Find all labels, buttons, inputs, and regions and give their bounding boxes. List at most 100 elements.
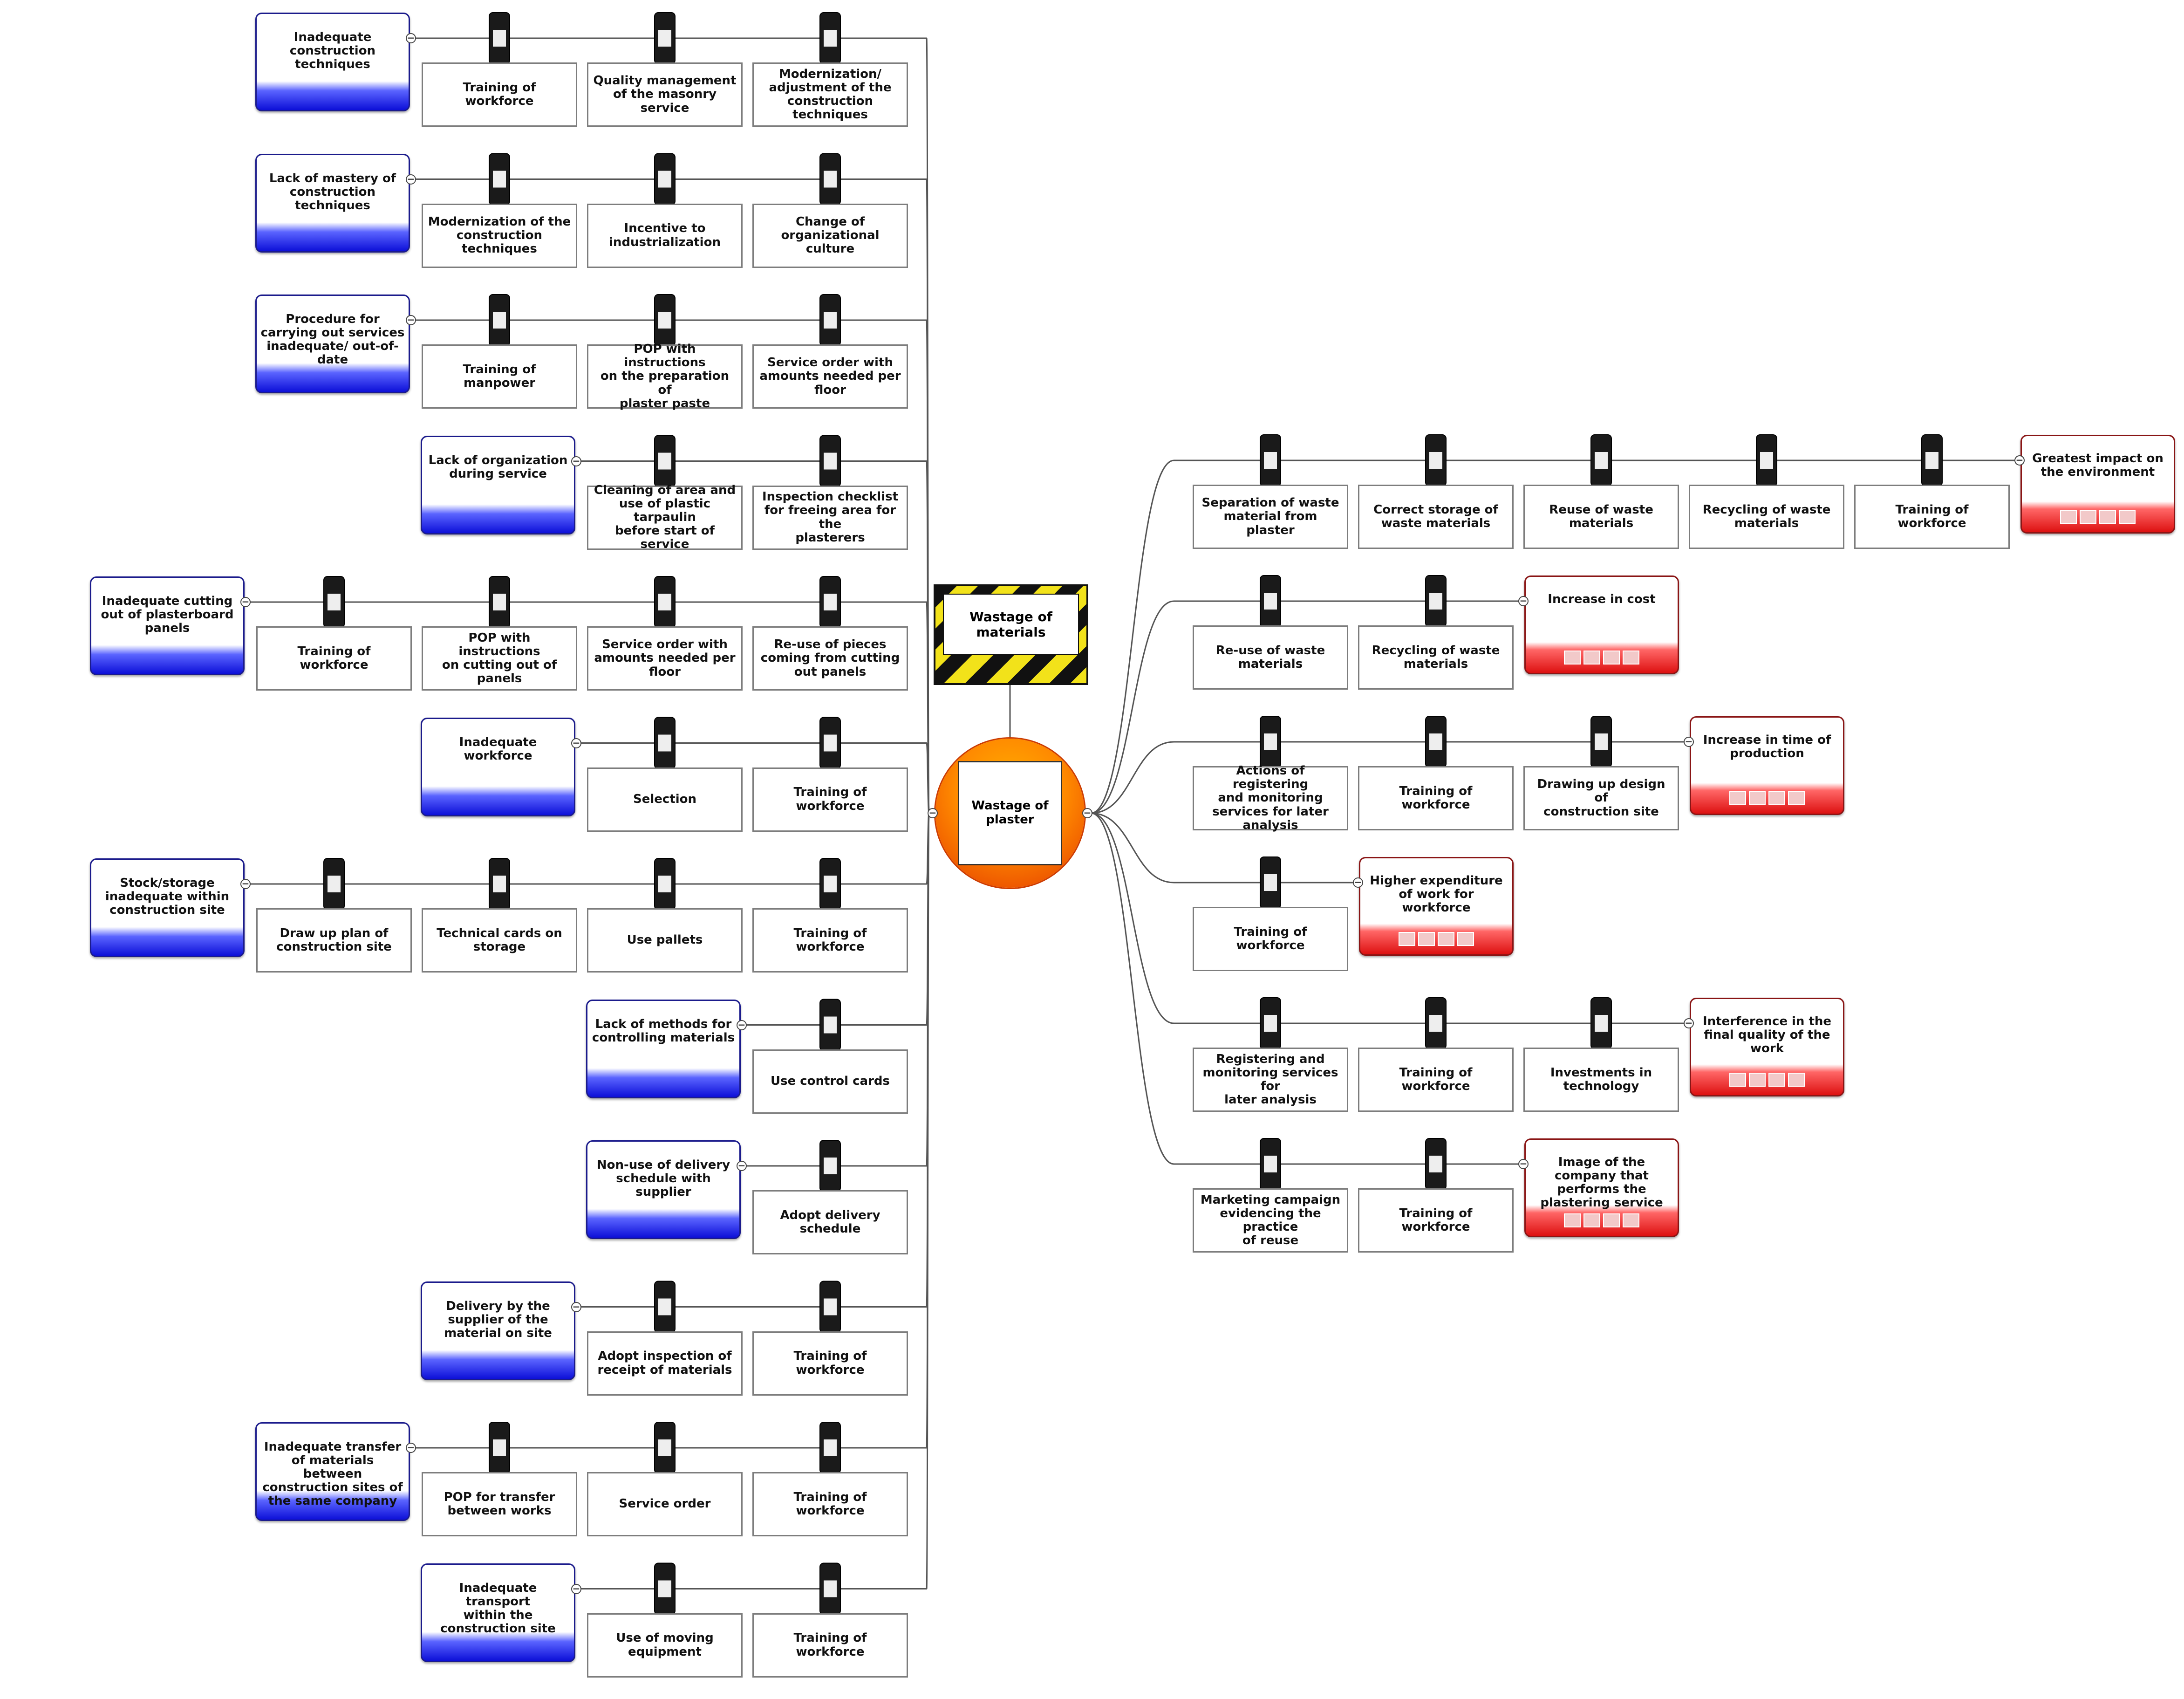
barrier-box-label: Modernization of the construction techni… xyxy=(428,214,571,256)
barrier-box[interactable]: Training of workforce xyxy=(752,1613,908,1678)
barrier-box[interactable]: Draw up plan of construction site xyxy=(256,908,412,973)
barrier-box[interactable]: POP for transfer between works xyxy=(422,1472,577,1536)
barrier-box-label: Training of workforce xyxy=(793,926,867,954)
barrier-box-label: Training of workforce xyxy=(1399,784,1473,812)
barrier-box[interactable]: Training of manpower xyxy=(422,344,577,409)
barrier-box[interactable]: Modernization of the construction techni… xyxy=(422,203,577,268)
barrier-box[interactable]: Change of organizational culture xyxy=(752,203,908,268)
rating-slots xyxy=(1564,651,1639,665)
barrier-connector-highlight xyxy=(493,1439,506,1456)
barrier-box[interactable]: Cleaning of area and use of plastic tarp… xyxy=(587,483,743,551)
consequence-box[interactable]: Increase in cost xyxy=(1524,575,1679,674)
threat-box-label: Lack of methods for controlling material… xyxy=(592,1017,735,1045)
barrier-box[interactable]: Separation of waste material from plaste… xyxy=(1193,485,1348,549)
barrier-box[interactable]: Use control cards xyxy=(752,1049,908,1114)
barrier-box[interactable]: Training of workforce xyxy=(422,62,577,127)
consequence-collapse-button[interactable]: − xyxy=(1684,737,1694,747)
threat-collapse-button[interactable]: − xyxy=(571,1583,581,1594)
barrier-box[interactable]: Training of workforce xyxy=(752,908,908,973)
consequence-collapse-button[interactable]: − xyxy=(1684,1018,1694,1028)
barrier-box[interactable]: Actions of registering and monitoring se… xyxy=(1193,764,1348,832)
barrier-box[interactable]: Inspection checklist for freeing area fo… xyxy=(752,485,908,550)
threat-box[interactable]: Lack of mastery of construction techniqu… xyxy=(255,153,410,253)
threat-collapse-button[interactable]: − xyxy=(406,1443,416,1453)
barrier-box[interactable]: Training of workforce xyxy=(1854,485,2010,549)
threat-collapse-button[interactable]: − xyxy=(737,1020,747,1030)
barrier-box[interactable]: Use of moving equipment xyxy=(587,1613,743,1678)
threat-collapse-button[interactable]: − xyxy=(571,1302,581,1312)
barrier-box[interactable]: Registering and monitoring services for … xyxy=(1193,1048,1348,1112)
consequence-box-label: Greatest impact on the environment xyxy=(2032,452,2164,480)
barrier-box[interactable]: Correct storage of waste materials xyxy=(1358,485,1514,549)
barrier-box[interactable]: Training of workforce xyxy=(752,1472,908,1536)
threat-box[interactable]: Inadequate transport within the construc… xyxy=(421,1563,575,1662)
consequence-collapse-button[interactable]: − xyxy=(1518,1159,1529,1169)
barrier-box[interactable]: Service order with amounts needed per fl… xyxy=(587,626,743,691)
top-event-right-collapse-button[interactable]: − xyxy=(1082,808,1092,818)
hazard-box[interactable]: Wastage of materials xyxy=(934,584,1088,685)
consequence-box[interactable]: Higher expenditure of work for workforce xyxy=(1359,857,1514,956)
barrier-box[interactable]: Training of workforce xyxy=(752,767,908,832)
threat-box[interactable]: Inadequate construction techniques xyxy=(255,13,410,111)
barrier-box[interactable]: Re-use of waste materials xyxy=(1193,625,1348,690)
threat-box[interactable]: Procedure for carrying out services inad… xyxy=(255,295,410,393)
barrier-box[interactable]: Marketing campaign evidencing the practi… xyxy=(1193,1188,1348,1253)
consequence-box[interactable]: Interference in the final quality of the… xyxy=(1690,998,1844,1096)
barrier-box[interactable]: Use pallets xyxy=(587,908,743,973)
threat-collapse-button[interactable]: − xyxy=(406,33,416,43)
barrier-box[interactable]: Re-use of pieces coming from cutting out… xyxy=(752,626,908,691)
threat-box-label: Stock/storage inadequate within construc… xyxy=(105,876,230,918)
barrier-box[interactable]: Training of workforce xyxy=(1358,1188,1514,1253)
barrier-box[interactable]: Recycling of waste materials xyxy=(1358,625,1514,690)
barrier-box[interactable]: Service order xyxy=(587,1472,743,1536)
barrier-box[interactable]: Training of workforce xyxy=(1358,766,1514,830)
barrier-box[interactable]: Training of workforce xyxy=(256,626,412,691)
barrier-box[interactable]: Training of workforce xyxy=(1193,907,1348,971)
consequence-box[interactable]: Increase in time of production xyxy=(1690,716,1844,815)
consequence-collapse-button[interactable]: − xyxy=(2014,455,2025,466)
barrier-box[interactable]: Selection xyxy=(587,767,743,832)
consequence-collapse-button[interactable]: − xyxy=(1353,877,1363,888)
barrier-box[interactable]: Adopt delivery schedule xyxy=(752,1190,908,1254)
barrier-box[interactable]: Training of workforce xyxy=(752,1331,908,1396)
barrier-box[interactable]: Service order with amounts needed per fl… xyxy=(752,344,908,409)
barrier-connector-highlight xyxy=(824,1580,837,1597)
barrier-box[interactable]: Training of workforce xyxy=(1358,1048,1514,1112)
threat-box-label: Lack of mastery of construction techniqu… xyxy=(269,171,396,212)
threat-box[interactable]: Inadequate workforce xyxy=(421,717,575,816)
barrier-box[interactable]: Quality management of the masonry servic… xyxy=(587,62,743,127)
threat-collapse-button[interactable]: − xyxy=(571,456,581,466)
barrier-box[interactable]: POP with instructions on cutting out of … xyxy=(422,626,577,691)
barrier-box[interactable]: POP with instructions on the preparation… xyxy=(587,343,743,410)
threat-collapse-button[interactable]: − xyxy=(406,315,416,325)
barrier-connector-highlight xyxy=(493,876,506,892)
threat-collapse-button[interactable]: − xyxy=(571,738,581,748)
consequence-box-label: Higher expenditure of work for workforce xyxy=(1370,874,1503,915)
barrier-box[interactable]: Drawing up design of construction site xyxy=(1523,766,1679,830)
consequence-collapse-button[interactable]: − xyxy=(1518,596,1529,606)
consequence-box[interactable]: Greatest impact on the environment xyxy=(2020,435,2175,534)
barrier-box[interactable]: Recycling of waste materials xyxy=(1689,485,1844,549)
barrier-box[interactable]: Incentive to industrialization xyxy=(587,203,743,268)
threat-box[interactable]: Non-use of delivery schedule with suppli… xyxy=(586,1140,741,1239)
threat-box[interactable]: Inadequate cutting out of plasterboard p… xyxy=(90,576,245,675)
barrier-box-label: Re-use of pieces coming from cutting out… xyxy=(760,637,900,679)
threat-collapse-button[interactable]: − xyxy=(240,879,251,889)
threat-box[interactable]: Stock/storage inadequate within construc… xyxy=(90,858,245,957)
threat-box[interactable]: Lack of organization during service xyxy=(421,435,575,534)
threat-box[interactable]: Inadequate transfer of materials between… xyxy=(255,1422,410,1521)
barrier-box[interactable]: Adopt inspection of receipt of materials xyxy=(587,1331,743,1396)
consequence-box[interactable]: Image of the company that performs the p… xyxy=(1524,1138,1679,1237)
barrier-box[interactable]: Reuse of waste materials xyxy=(1523,485,1679,549)
threat-collapse-button[interactable]: − xyxy=(406,174,416,185)
threat-collapse-button[interactable]: − xyxy=(240,597,251,607)
threat-collapse-button[interactable]: − xyxy=(737,1161,747,1171)
threat-box[interactable]: Delivery by the supplier of the material… xyxy=(421,1281,575,1380)
top-event-left-collapse-button[interactable]: − xyxy=(928,808,938,818)
barrier-connector-highlight xyxy=(1429,1156,1442,1172)
barrier-box[interactable]: Technical cards on storage xyxy=(422,908,577,973)
threat-box[interactable]: Lack of methods for controlling material… xyxy=(586,999,741,1098)
barrier-box[interactable]: Modernization/ adjustment of the constru… xyxy=(752,62,908,127)
barrier-box-label: Training of workforce xyxy=(1234,925,1307,952)
barrier-box[interactable]: Investments in technology xyxy=(1523,1048,1679,1112)
